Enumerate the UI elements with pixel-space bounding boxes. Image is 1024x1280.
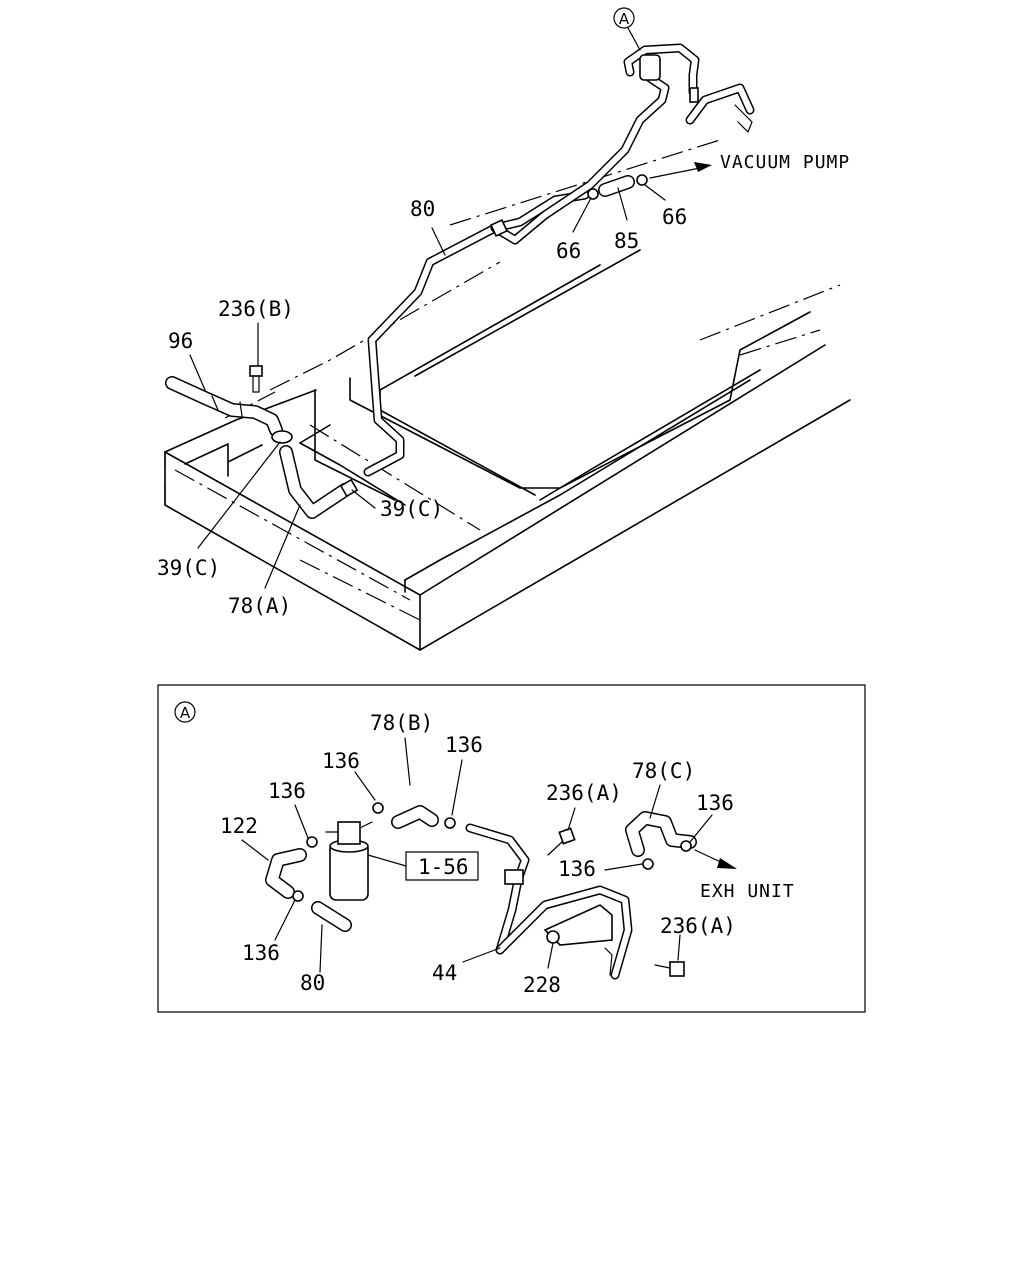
clamps-136 — [292, 802, 692, 902]
label-136-bottom: 136 — [242, 941, 280, 965]
reference-box-label: 1-56 — [418, 855, 469, 879]
label-39c-right: 39(C) — [380, 497, 443, 521]
label-136-left: 136 — [268, 779, 306, 803]
leader-lines-top — [189, 27, 666, 589]
canister-assembly-a — [623, 43, 755, 133]
label-vacuum-pump: VACUUM PUMP — [720, 152, 850, 173]
detail-frame-a — [157, 684, 866, 1013]
bolt-236a-top — [547, 827, 576, 856]
hose-96 — [165, 376, 283, 437]
hose-85-clamps — [587, 174, 648, 200]
label-78c: 78(C) — [632, 759, 695, 783]
label-122: 122 — [220, 814, 258, 838]
hose-122 — [265, 848, 307, 899]
pipe-44 — [465, 823, 633, 980]
hose-78c — [625, 811, 697, 857]
label-78b: 78(B) — [370, 711, 433, 735]
detail-marker-label: A — [180, 704, 191, 722]
bracket-228 — [543, 904, 613, 976]
label-80-detail: 80 — [300, 971, 325, 995]
label-236a-top: 236(A) — [546, 781, 622, 805]
label-85: 85 — [614, 229, 639, 253]
label-236b: 236(B) — [218, 297, 294, 321]
frame-centerlines — [164, 139, 841, 621]
callout-marker-label: A — [619, 10, 630, 28]
bolt-236b — [249, 365, 263, 393]
label-44: 44 — [432, 961, 457, 985]
label-136-mid: 136 — [558, 857, 596, 881]
label-66-a: 66 — [556, 239, 581, 263]
label-39c-left: 39(C) — [157, 556, 220, 580]
canister — [325, 821, 373, 901]
label-136-top-left: 136 — [322, 749, 360, 773]
label-80: 80 — [410, 197, 435, 221]
pipe-80-detail — [311, 901, 352, 932]
callout-marker-a: A — [613, 7, 635, 29]
label-78a: 78(A) — [228, 594, 291, 618]
label-236a-bottom: 236(A) — [660, 914, 736, 938]
label-228: 228 — [523, 973, 561, 997]
label-exh-unit: EXH UNIT — [700, 881, 795, 902]
label-96: 96 — [168, 329, 193, 353]
reference-box: 1-56 — [367, 851, 479, 881]
detail-marker-a: A — [174, 701, 196, 723]
arrow-to-exh-unit — [694, 849, 737, 869]
hose-78b — [391, 805, 439, 829]
vacuum-pipe-80 — [363, 73, 670, 477]
bolt-236a-bottom — [654, 961, 685, 977]
hose-78a — [271, 430, 359, 519]
arrow-to-vacuum-pump — [649, 162, 712, 179]
label-136-top-mid: 136 — [445, 733, 483, 757]
label-136-right: 136 — [696, 791, 734, 815]
leader-lines-detail — [241, 737, 713, 973]
label-66-b: 66 — [662, 205, 687, 229]
